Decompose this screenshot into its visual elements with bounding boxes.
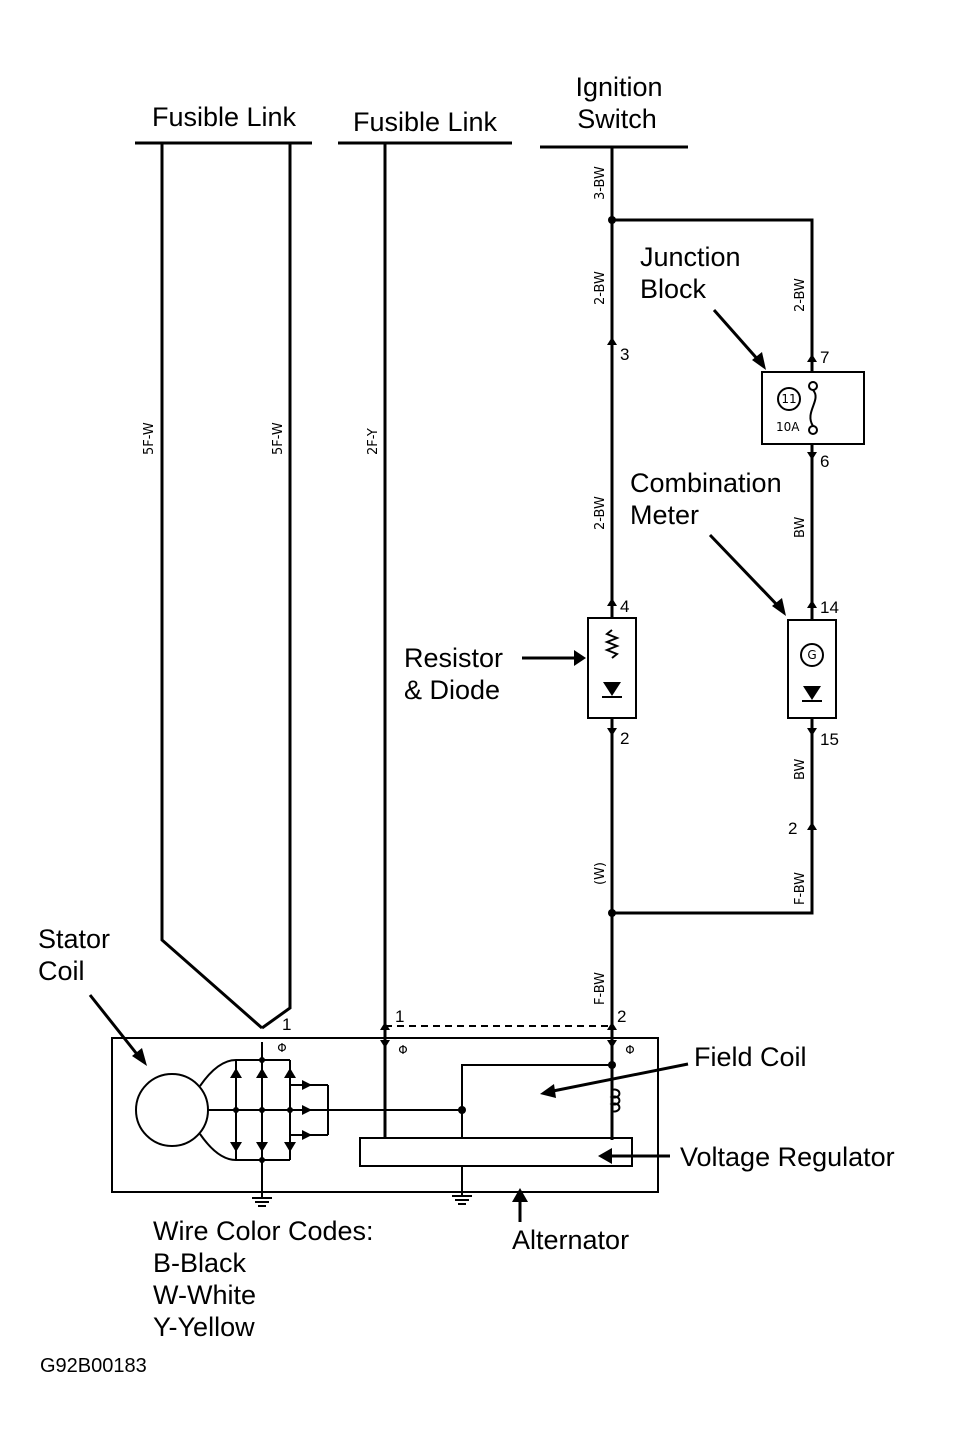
- terminal-l-icon: Φ: [398, 1043, 407, 1057]
- wire-code-meter-out: BW: [793, 759, 808, 780]
- field-coil-icon: [609, 1088, 621, 1113]
- color-code-white: W-White: [153, 1280, 256, 1310]
- pin-14: 14: [820, 598, 839, 617]
- fuse-number-circle: [777, 387, 801, 411]
- pointer-arrows: [88, 309, 786, 1222]
- stator-coil-icon: [135, 1073, 209, 1147]
- wire-code-link1-a: 5F-W: [142, 422, 157, 455]
- pin-3: 3: [620, 345, 629, 364]
- figure-id: G92B00183: [40, 1355, 147, 1377]
- pin-2-alternator: 2: [617, 1007, 626, 1026]
- resistor-label-line2: & Diode: [404, 675, 500, 705]
- voltage-regulator-label: Voltage Regulator: [680, 1142, 895, 1172]
- pin-4: 4: [620, 597, 629, 616]
- combination-label-line2: Meter: [630, 500, 699, 530]
- stator-label-line2: Coil: [38, 956, 85, 986]
- field-coil-wire: [461, 1064, 612, 1138]
- connector-arrows: [380, 337, 817, 1048]
- wire-code-field-in: F-BW: [593, 972, 608, 1005]
- wire-code-link1-b: 5F-W: [271, 422, 286, 455]
- terminal-b-icon: Φ: [277, 1041, 286, 1055]
- resistor-diode-box: [587, 617, 637, 719]
- wire-code-ign-top: 3-BW: [593, 166, 608, 200]
- wire-code-jb-in: 2-BW: [793, 278, 808, 312]
- fusible-link-label-1: Fusible Link: [152, 102, 297, 132]
- alternator-housing: [111, 1037, 659, 1193]
- wire-to-junction-block: [612, 218, 814, 372]
- fuse-rating: 10A: [776, 420, 800, 434]
- junction-label-line2: Block: [640, 274, 707, 304]
- ground-icons: [252, 1166, 472, 1207]
- color-codes-title: Wire Color Codes:: [153, 1216, 374, 1246]
- junction-dot-mid: [608, 909, 616, 917]
- wire-code-ign-low: 2-BW: [593, 496, 608, 530]
- diode-icon: [603, 682, 621, 696]
- fusible-link-label-2: Fusible Link: [353, 107, 498, 137]
- fuse-number: 11: [781, 392, 796, 406]
- junction-dot-field: [608, 1061, 616, 1069]
- combination-label-line1: Combination: [630, 468, 782, 498]
- wire-code-w: (W): [593, 862, 608, 885]
- field-coil-label: Field Coil: [694, 1042, 807, 1072]
- meter-diode-icon: [803, 686, 821, 700]
- color-code-yellow: Y-Yellow: [153, 1312, 255, 1342]
- charge-lamp-icon: [800, 643, 824, 667]
- wire-code-meter-low: F-BW: [793, 872, 808, 905]
- charge-lamp-code: G: [807, 648, 816, 662]
- pin-15: 15: [820, 730, 839, 749]
- ignition-label-line1: Ignition: [575, 72, 662, 102]
- fuse-terminal-bottom-icon: [808, 425, 818, 435]
- stator-leads: [199, 1059, 237, 1161]
- pin-2-resistor: 2: [620, 729, 629, 748]
- pin-7: 7: [820, 348, 829, 367]
- wire-meter-return: [612, 718, 814, 915]
- ignition-label-line2: Switch: [577, 104, 657, 134]
- wire-code-jb-out: BW: [793, 517, 808, 538]
- pin-1-left: 1: [282, 1015, 291, 1034]
- pin-2-meter: 2: [788, 819, 797, 838]
- wire-5fw-b: [261, 143, 292, 1030]
- junction-label-line1: Junction: [640, 242, 741, 272]
- combination-meter-box: [787, 619, 837, 719]
- pin-1-mid: 1: [395, 1007, 404, 1026]
- junction-block-box: [761, 371, 865, 445]
- junction-dot-top: [608, 216, 616, 224]
- wire-code-link2: 2F-Y: [366, 428, 381, 455]
- color-code-black: B-Black: [153, 1248, 247, 1278]
- terminal-f-icon: Φ: [625, 1043, 634, 1057]
- rectifier-bridge: [230, 1042, 329, 1192]
- stator-label-line1: Stator: [38, 924, 110, 954]
- resistor-label-line1: Resistor: [404, 643, 503, 673]
- voltage-regulator-box: [359, 1137, 633, 1167]
- fuse-terminal-top-icon: [808, 381, 818, 391]
- pin-6: 6: [820, 452, 829, 471]
- wire-code-ign-mid: 2-BW: [593, 271, 608, 305]
- alternator-label: Alternator: [512, 1225, 629, 1255]
- fuse-icon: [809, 389, 817, 427]
- wire-5fw-a: [160, 143, 263, 1030]
- resistor-icon: [604, 629, 620, 659]
